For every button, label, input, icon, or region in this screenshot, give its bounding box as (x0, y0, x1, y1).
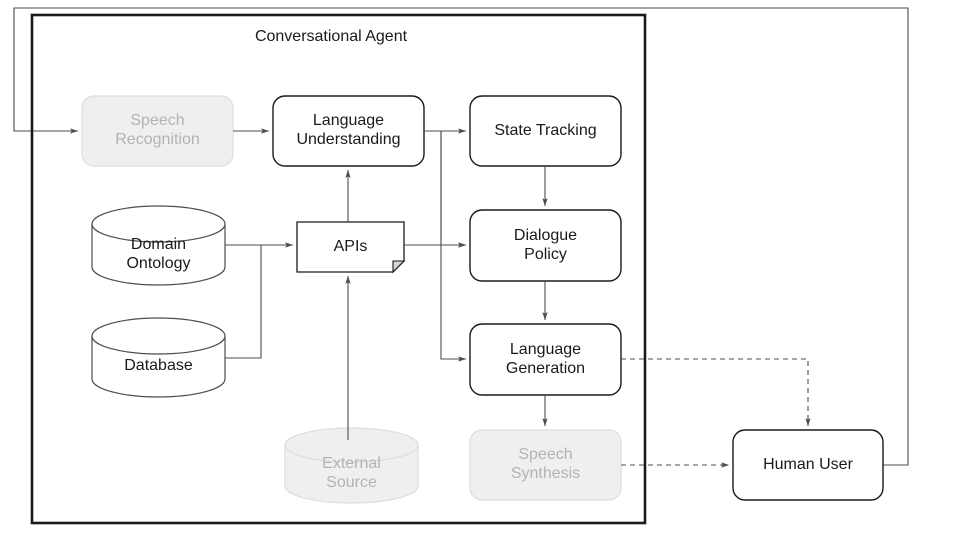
node-state-tracking[interactable] (469, 95, 622, 167)
edge-user-to-speech-recognition (13, 7, 909, 466)
node-apis[interactable] (296, 221, 406, 274)
node-dialogue-policy[interactable] (469, 209, 622, 282)
agent-boundary-title: Conversational Agent (254, 28, 408, 45)
node-language-generation[interactable] (469, 323, 622, 396)
edge-language-generation-to-human-user (621, 358, 811, 427)
edge-database-to-apis (225, 245, 262, 359)
node-domain-ontology[interactable] (91, 205, 226, 286)
node-external-source[interactable] (284, 427, 419, 504)
edge-understanding-to-language-generation (440, 131, 467, 362)
node-database[interactable] (91, 317, 226, 398)
node-speech-synthesis[interactable] (469, 429, 622, 501)
node-language-understanding[interactable] (272, 95, 425, 167)
node-human-user[interactable] (732, 429, 884, 501)
agent-boundary (30, 13, 647, 525)
node-speech-recognition[interactable] (81, 95, 234, 167)
edge-understanding-to-dialogue-policy (440, 131, 467, 248)
